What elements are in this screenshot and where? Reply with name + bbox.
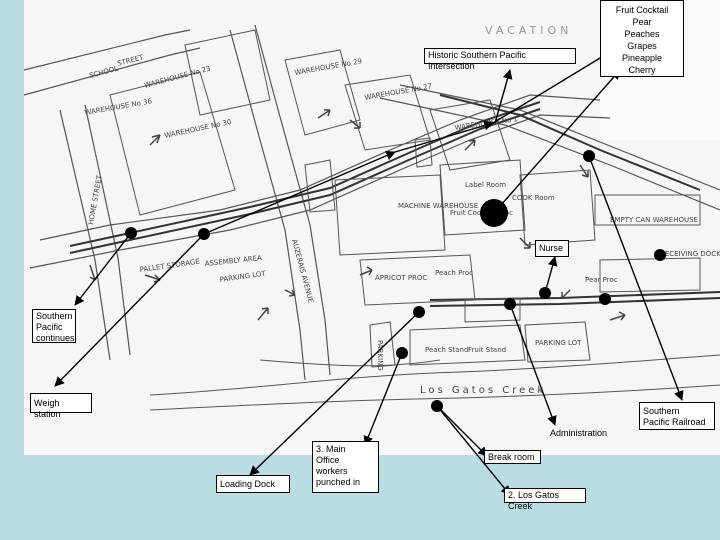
arrow-main-office (363, 352, 403, 446)
map-text-label-room: Label Room (465, 181, 506, 189)
label-southern-pacific-continues: Southern Pacific continues (32, 309, 76, 343)
label-historic-intersection: Historic Southern Pacific Intersection (424, 48, 576, 71)
arrow-nurse (544, 256, 558, 294)
map-text-receiving-dock: RECEIVING DOCK (660, 250, 720, 258)
arrow-fruit (493, 69, 621, 214)
label-main-office: 3. Main Office workers punched in (312, 441, 379, 493)
label-fruit-list: Fruit Cocktail Pear Peaches Grapes Pinea… (600, 0, 684, 77)
map-text-los-gatos-creek: Los Gatos Creek (420, 385, 546, 396)
map-text-vacation: VACATION (485, 24, 572, 37)
map-text-machine-shop: MACHINE WAREHOUSE (398, 202, 478, 210)
label-break-room: Break room (484, 450, 541, 464)
map-text-fruit-stand: Fruit Stand (468, 346, 506, 354)
arrow-historic-2 (394, 120, 494, 153)
label-weigh-station: Weigh station (30, 393, 92, 419)
arrow-southern-pacific (74, 232, 132, 306)
map-text-parking-lot-2: PARKING LOT (535, 339, 582, 347)
marker-right (599, 293, 611, 305)
arrow-railroad (588, 155, 684, 401)
arrow-admin (509, 303, 557, 426)
arrow-break (436, 405, 488, 457)
map-text-cook-room: COOK Room (512, 194, 555, 202)
arrow-creek (436, 405, 511, 496)
label-southern-pacific-railroad: Southern Pacific Railroad (639, 402, 715, 430)
arrow-historic-4 (494, 69, 513, 124)
arrow-historic-1 (203, 150, 396, 235)
label-loading-dock: Loading Dock (216, 475, 290, 493)
label-los-gatos-creek: 2. Los Gatos Creek (504, 488, 586, 511)
map-text-peach-stand: Peach Stand (425, 346, 468, 354)
map-text-pear-proc: Pear Proc (585, 276, 618, 284)
map-text-peach-proc: Peach Proc (435, 269, 473, 277)
label-nurse: Nurse (535, 240, 569, 257)
arrow-weigh (54, 233, 205, 387)
marker-far-right (654, 249, 666, 261)
map-text-apricot-proc: APRICOT PROC (375, 274, 427, 282)
map-flow-arrows (89, 109, 626, 321)
label-administration: Administration (550, 428, 608, 438)
creek-banks (149, 354, 720, 411)
map-text-empty-can-warehouse: EMPTY CAN WAREHOUSE (610, 216, 698, 224)
callout-arrows (54, 51, 684, 496)
arrow-loading (249, 311, 420, 476)
map-text-parking: PARKING (376, 340, 384, 371)
arrow-historic-3 (492, 51, 611, 124)
